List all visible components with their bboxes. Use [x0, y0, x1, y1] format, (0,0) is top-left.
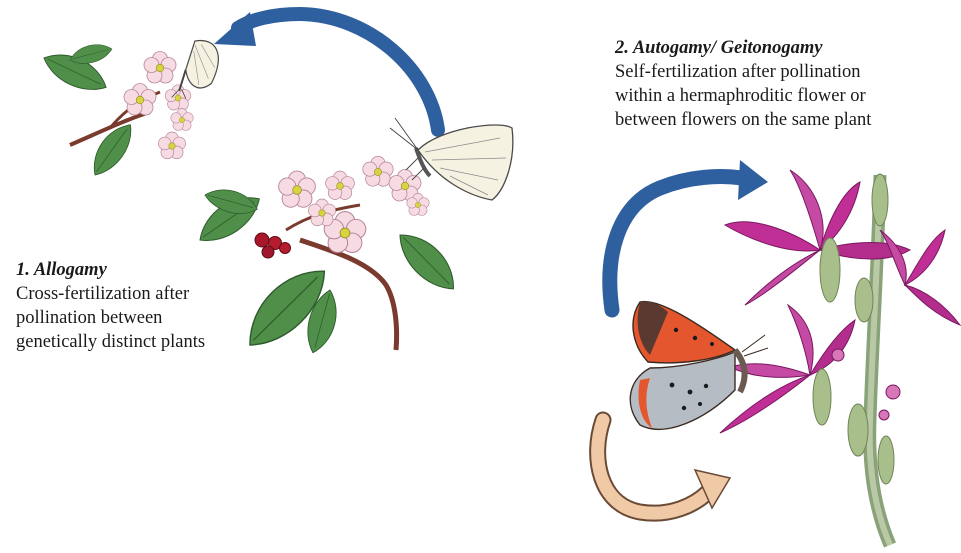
- autogamy-description: Self-fertilization after pollination wit…: [615, 60, 955, 132]
- autogamy-caption: 2. Autogamy/ Geitonogamy Self-fertilizat…: [615, 36, 955, 132]
- purple-loosestrife-icon: [720, 170, 960, 545]
- allogamy-title: 1. Allogamy: [16, 258, 256, 282]
- top-arc-arrow: [214, 12, 438, 130]
- allogamy-caption: 1. Allogamy Cross-fertilization after po…: [16, 258, 256, 354]
- autogamy-title: 2. Autogamy/ Geitonogamy: [615, 36, 955, 60]
- bottom-peach-arrow: [598, 420, 730, 513]
- small-hawthorn-branch: [39, 42, 193, 181]
- allogamy-description: Cross-fertilization after pollination be…: [16, 282, 256, 354]
